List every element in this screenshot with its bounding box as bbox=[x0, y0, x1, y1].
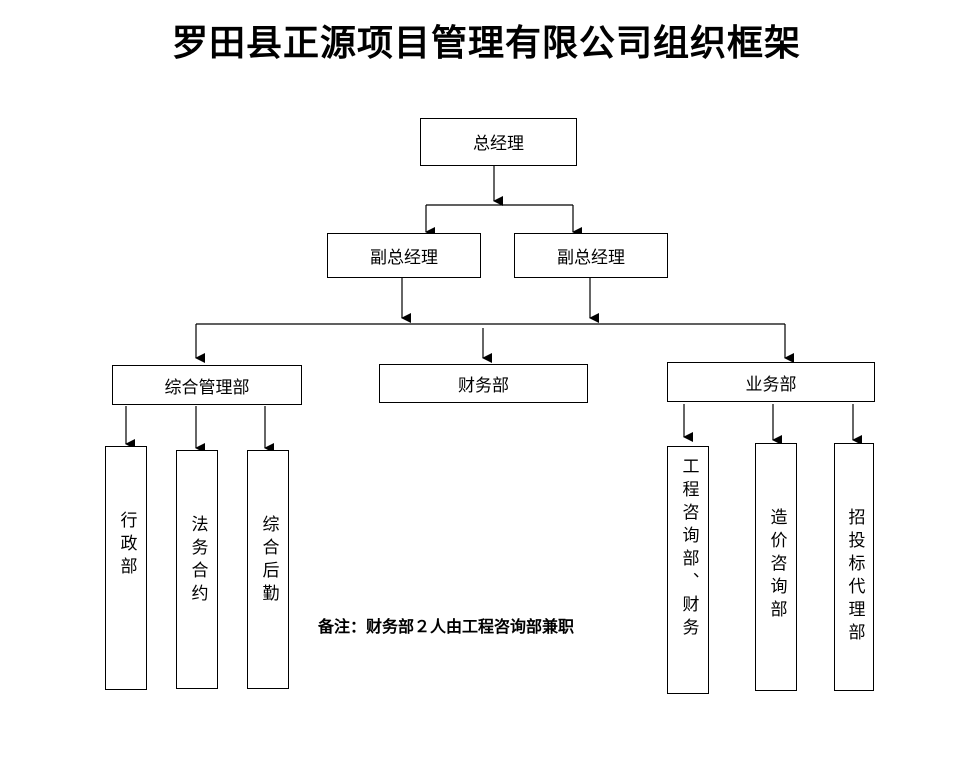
node-business-dept-label: 业务部 bbox=[745, 374, 797, 395]
node-cost-consult: 造价咨询部 bbox=[755, 443, 797, 691]
node-engineering-consult: 工程咨询部、财务 bbox=[667, 446, 709, 694]
node-general-admin-dept: 综合管理部 bbox=[112, 365, 302, 405]
node-legal-contract-label: 法务合约 bbox=[187, 515, 208, 607]
node-general-logistics: 综合后勤 bbox=[247, 450, 289, 689]
node-admin: 行政部 bbox=[105, 446, 147, 690]
node-cost-consult-label: 造价咨询部 bbox=[766, 508, 787, 623]
page-title: 罗田县正源项目管理有限公司组织框架 bbox=[171, 22, 801, 64]
node-deputy-2-label: 副总经理 bbox=[557, 248, 625, 268]
node-deputy-2: 副总经理 bbox=[514, 233, 668, 278]
node-finance-dept: 财务部 bbox=[379, 364, 588, 403]
node-general-admin-dept-label: 综合管理部 bbox=[164, 377, 250, 398]
node-admin-label: 行政部 bbox=[116, 511, 137, 580]
node-legal-contract: 法务合约 bbox=[176, 450, 218, 689]
node-deputy-1-label: 副总经理 bbox=[370, 248, 438, 268]
node-finance-dept-label: 财务部 bbox=[458, 376, 509, 396]
node-general-logistics-label: 综合后勤 bbox=[258, 515, 279, 607]
node-general-manager-label: 总经理 bbox=[473, 134, 524, 154]
footnote: 备注：财务部２人由工程咨询部兼职 bbox=[318, 617, 575, 636]
node-engineering-consult-label: 工程咨询部、财务 bbox=[678, 457, 699, 641]
node-general-manager: 总经理 bbox=[420, 118, 577, 166]
node-bidding-agency: 招投标代理部 bbox=[834, 443, 874, 691]
node-business-dept: 业务部 bbox=[667, 362, 875, 402]
node-deputy-1: 副总经理 bbox=[327, 233, 481, 278]
node-bidding-agency-label: 招投标代理部 bbox=[844, 508, 865, 646]
